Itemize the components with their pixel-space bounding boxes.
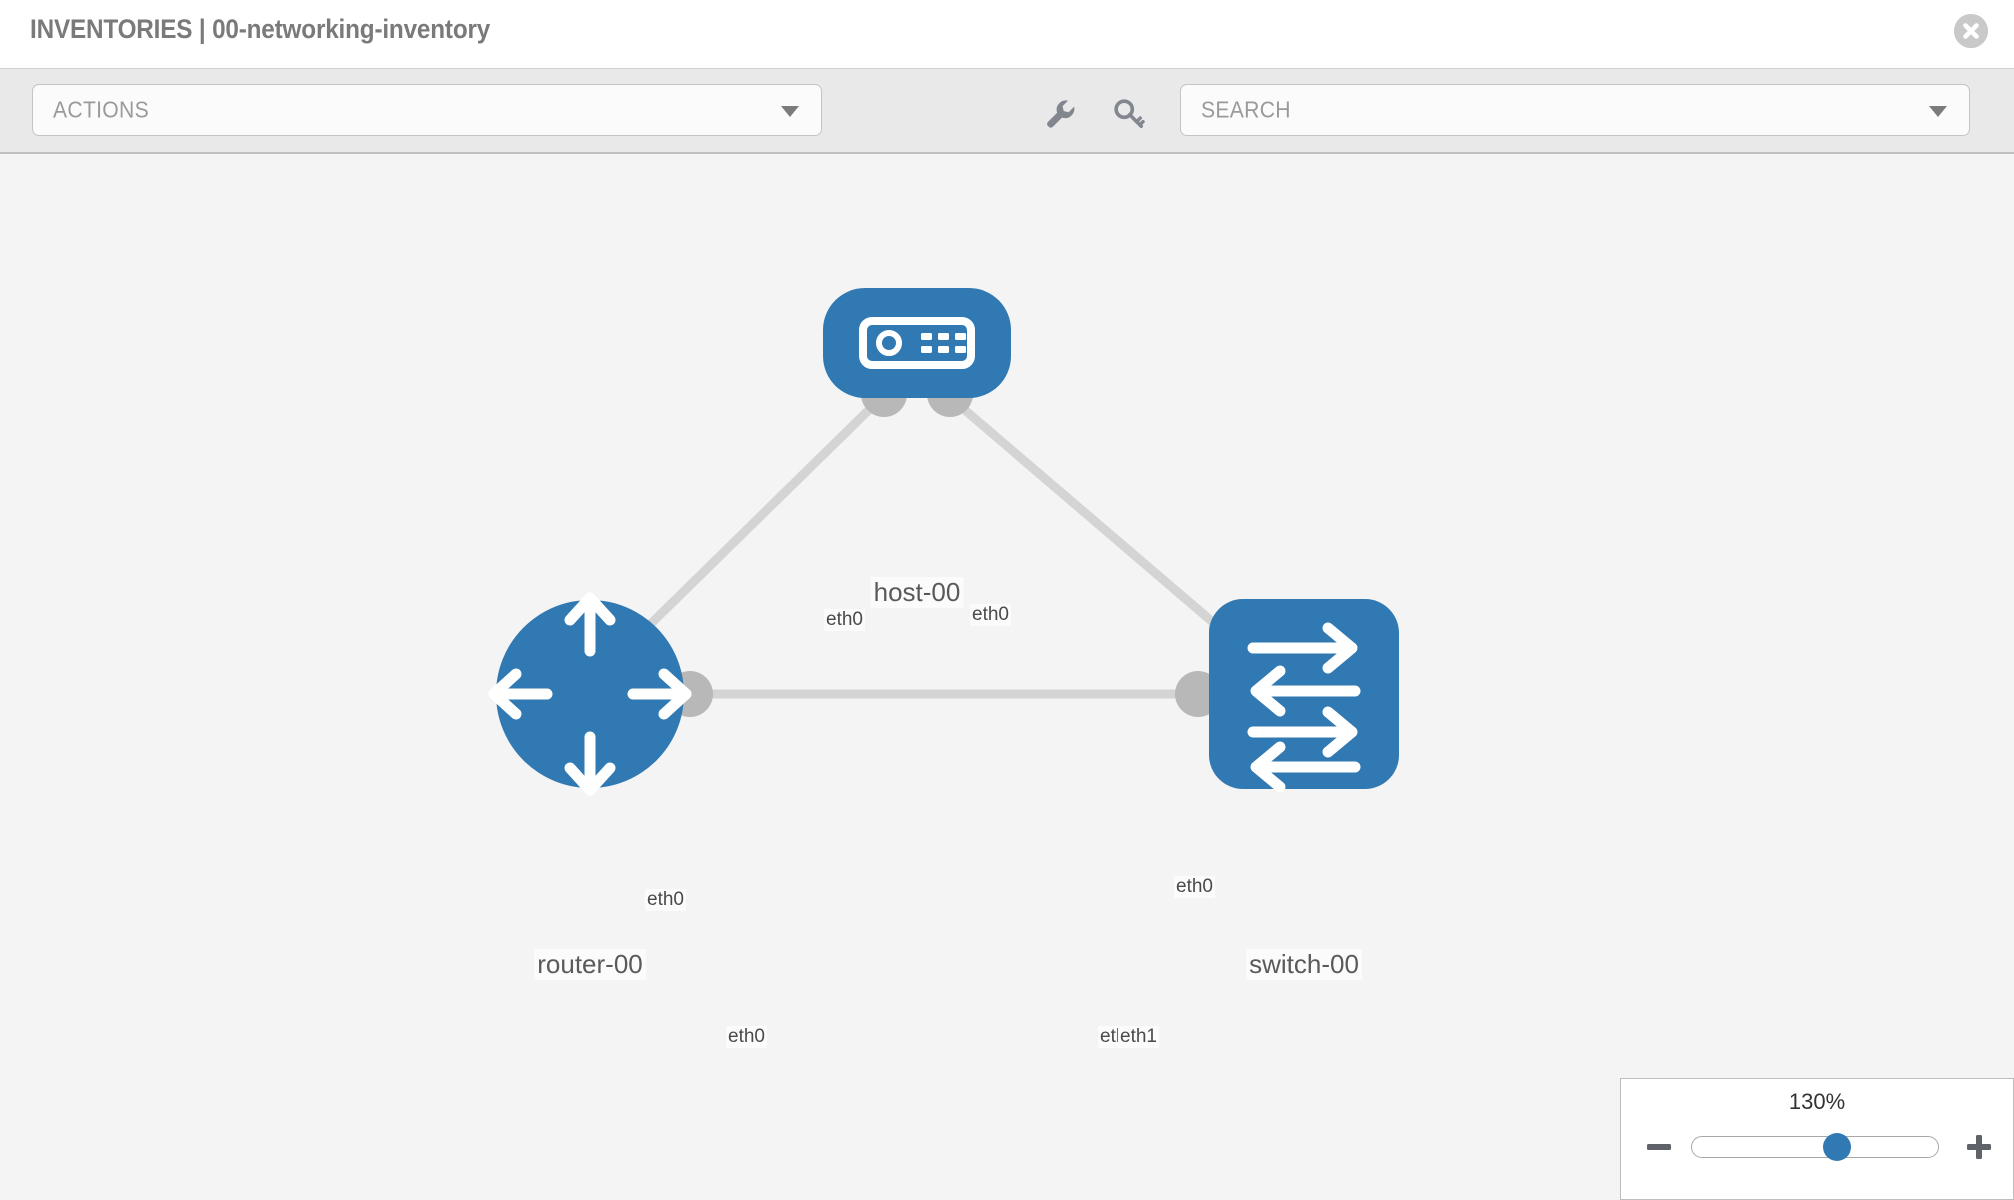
- iface-label-router00-up: eth0: [645, 889, 686, 911]
- node-label-router-00: router-00: [534, 949, 646, 980]
- chevron-down-icon: [1929, 106, 1947, 117]
- iface-label-switch00-up: eth0: [1174, 876, 1215, 898]
- search-input[interactable]: SEARCH: [1180, 84, 1970, 136]
- topology-edges: [616, 395, 1253, 699]
- close-icon[interactable]: [1954, 14, 1988, 48]
- zoom-control-panel: 130%: [1620, 1078, 2014, 1200]
- topology-canvas[interactable]: host-00 router-00 switch-00 eth0 eth0 et…: [0, 154, 2014, 1200]
- node-switch-00: [1209, 599, 1399, 793]
- edge-host00-router00: [616, 395, 884, 658]
- zoom-out-button[interactable]: [1643, 1131, 1675, 1163]
- search-placeholder: SEARCH: [1201, 96, 1291, 123]
- zoom-level-value: 130%: [1788, 1089, 1846, 1114]
- wrench-icon[interactable]: [1043, 97, 1077, 131]
- iface-label-router00-right: eth0: [726, 1026, 767, 1048]
- topology-ports: [667, 371, 1255, 717]
- actions-dropdown[interactable]: ACTIONS: [32, 84, 822, 136]
- server-icon: [859, 317, 975, 369]
- key-icon[interactable]: [1112, 97, 1146, 131]
- node-label-switch-00: switch-00: [1246, 949, 1362, 980]
- actions-dropdown-label: ACTIONS: [53, 96, 149, 123]
- page-title: INVENTORIES | 00-networking-inventory: [30, 14, 491, 44]
- page-header: INVENTORIES | 00-networking-inventory: [0, 0, 2014, 68]
- node-host-00: [823, 288, 1011, 398]
- zoom-slider[interactable]: [1691, 1133, 1939, 1161]
- topology-graph: [488, 288, 1399, 796]
- iface-label-host00-left: eth0: [824, 609, 865, 631]
- node-label-host-00: host-00: [870, 577, 964, 608]
- node-router-00: [488, 592, 692, 796]
- chevron-down-icon: [781, 106, 799, 117]
- zoom-slider-thumb[interactable]: [1823, 1133, 1851, 1161]
- router-icon: [488, 592, 692, 796]
- iface-label-switch00-left-b: eth1: [1118, 1026, 1159, 1048]
- edge-host00-switch00: [949, 395, 1253, 658]
- zoom-slider-row: [1621, 1127, 2013, 1167]
- iface-label-host00-right: eth0: [970, 604, 1011, 626]
- switch-icon: [1247, 622, 1361, 793]
- zoom-in-button[interactable]: [1963, 1131, 1995, 1163]
- toolbar: ACTIONS SEARCH: [0, 68, 2014, 154]
